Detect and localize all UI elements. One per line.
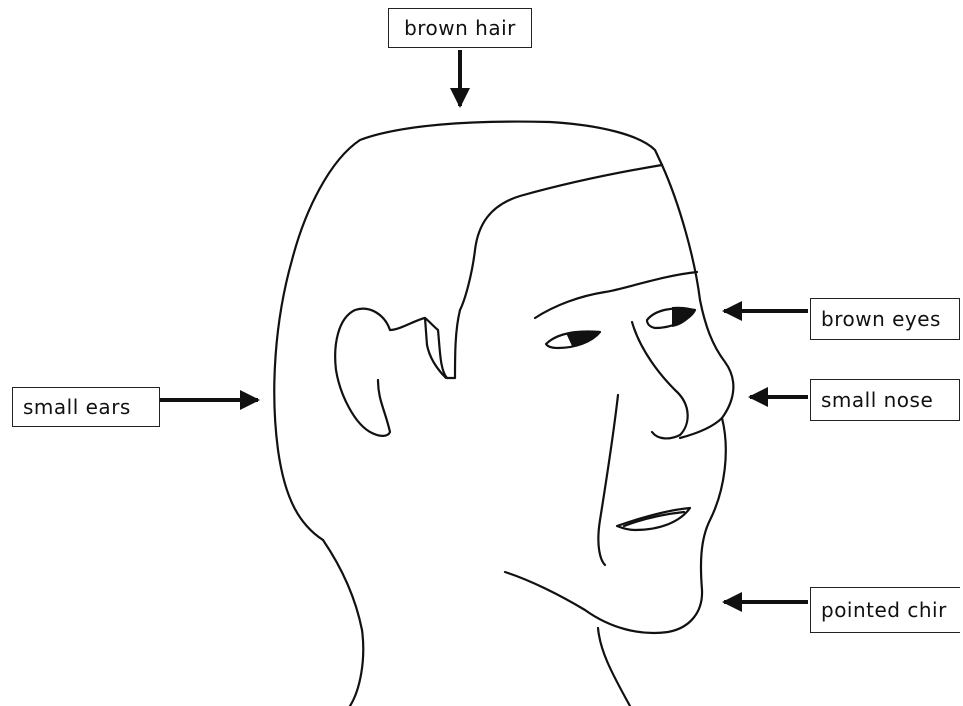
nose-outline bbox=[632, 322, 688, 438]
ear-outline bbox=[335, 309, 425, 436]
brown-eyes-label: brown eyes bbox=[810, 298, 960, 340]
neck-back bbox=[323, 540, 363, 706]
sideburn-outline bbox=[425, 310, 460, 378]
cheek-line bbox=[598, 395, 618, 565]
brown-hair-label: brown hair bbox=[388, 8, 532, 48]
mouth-outline bbox=[617, 508, 690, 530]
jaw-outline bbox=[505, 418, 726, 633]
neck-front bbox=[598, 628, 630, 706]
face-profile bbox=[662, 165, 733, 438]
small-ears-label: small ears bbox=[12, 387, 160, 427]
small-nose-label: small nose bbox=[810, 379, 960, 421]
right-eye-pupil bbox=[672, 307, 695, 327]
hairline-top bbox=[460, 165, 662, 310]
head-outline bbox=[274, 122, 662, 540]
pointed-chin-label: pointed chir bbox=[810, 587, 960, 633]
